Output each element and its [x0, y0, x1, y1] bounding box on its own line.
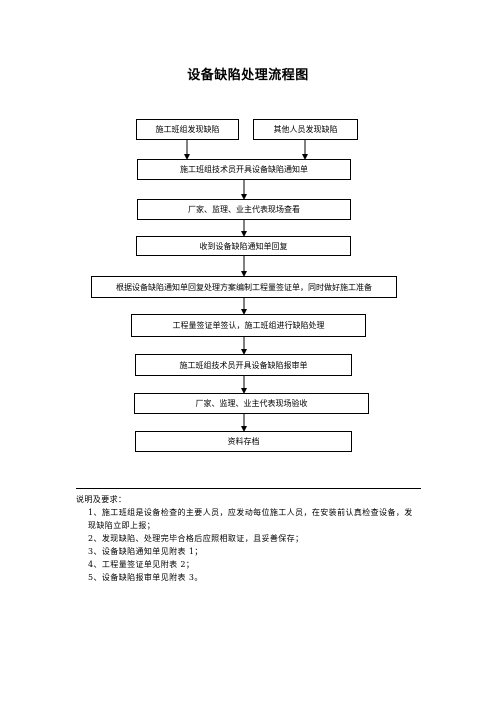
- box-visa-sign-and-repair: 工程量签证单签认，施工班组进行缺陷处理: [131, 314, 366, 337]
- note-item: 1、施工班组是设备检查的主要人员，应发动每位施工人员，在安装前认真检查设备，发现…: [88, 508, 413, 530]
- box-issue-defect-notice: 施工班组技术员开具设备缺陷通知单: [137, 159, 351, 180]
- box-others-find-defect: 其他人员发现缺陷: [253, 119, 358, 140]
- box-team-finds-defect: 施工班组发现缺陷: [136, 119, 239, 140]
- notes-section: 说明及要求： 1、施工班组是设备检查的主要人员，应发动每位施工人员，在安装前认真…: [76, 493, 421, 584]
- box-receive-reply: 收到设备缺陷通知单回复: [136, 236, 351, 256]
- note-item: 4、工程量签证单见附表 2；: [88, 560, 195, 569]
- divider-line: [76, 488, 421, 489]
- box-archive: 资料存档: [135, 431, 352, 452]
- box-onsite-inspection: 厂家、监理、业主代表现场查看: [137, 199, 351, 220]
- box-issue-defect-report: 施工班组技术员开具设备缺陷报审单: [135, 354, 352, 376]
- page-title: 设备缺陷处理流程图: [187, 68, 309, 83]
- note-item: 3、设备缺陷通知单见附表 1；: [88, 547, 203, 556]
- box-onsite-acceptance: 厂家、监理、业主代表现场验收: [134, 393, 369, 414]
- note-item: 2、发现缺陷、处理完毕合格后应照相取证，且妥善保存；: [88, 534, 304, 543]
- box-prepare-quantity-visa: 根据设备缺陷通知单回复处理方案编制工程量签证单，同时做好施工准备: [91, 276, 397, 298]
- note-item: 5、设备缺陷报审单见附表 3。: [88, 573, 203, 582]
- notes-heading: 说明及要求：: [76, 495, 127, 504]
